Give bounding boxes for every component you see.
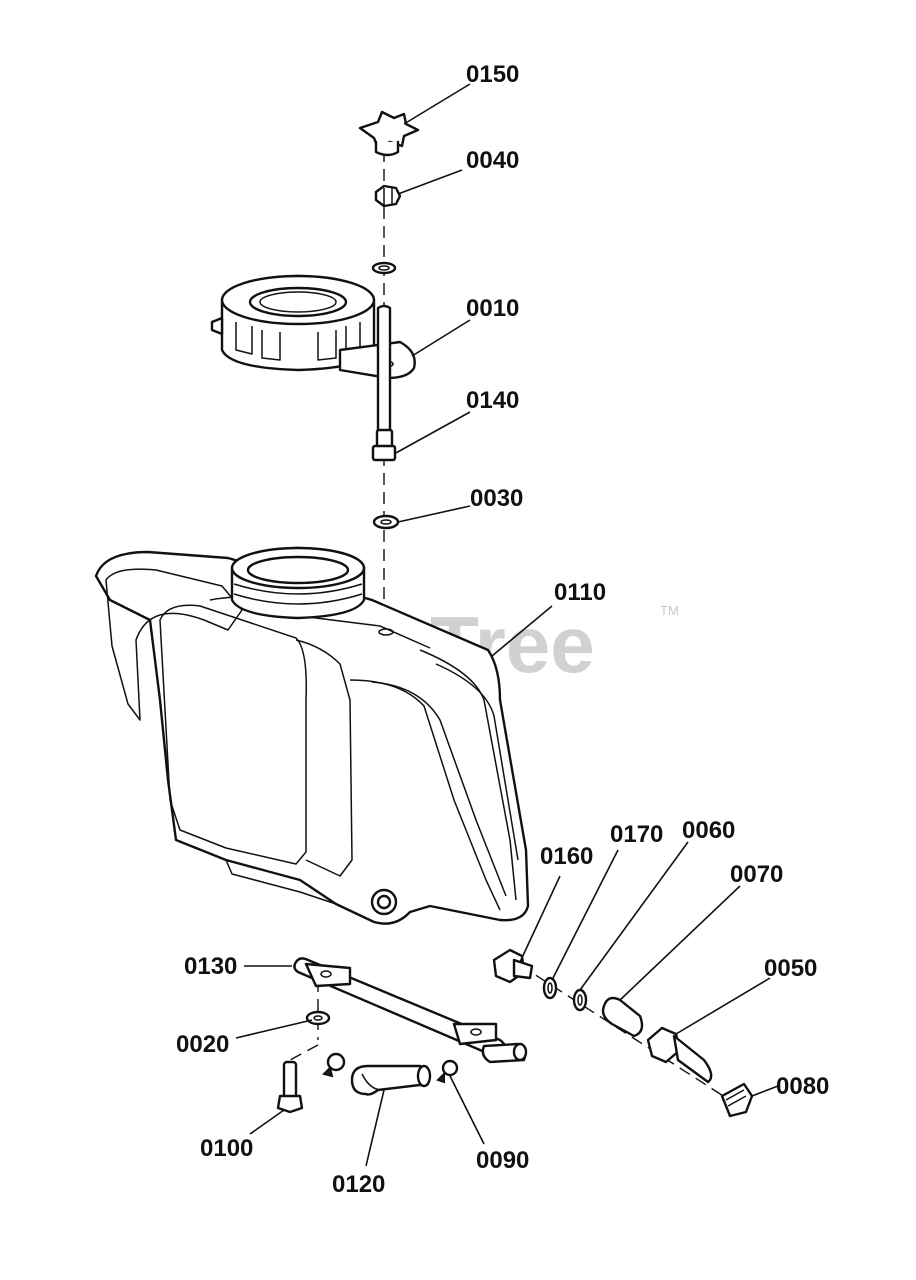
part-0050-nozzle[interactable] xyxy=(646,1026,713,1084)
clamp-small xyxy=(322,1052,346,1078)
part-0170-oring[interactable] xyxy=(542,976,558,1000)
part-0030-washer[interactable] xyxy=(372,514,400,530)
label-0010[interactable]: 0010 xyxy=(466,295,519,322)
label-0030[interactable]: 0030 xyxy=(470,485,523,512)
part-0120-hose[interactable] xyxy=(350,1064,432,1096)
label-0140[interactable]: 0140 xyxy=(466,387,519,414)
label-0050[interactable]: 0050 xyxy=(764,955,817,982)
part-0060-oring[interactable] xyxy=(572,988,588,1012)
part-0150-knob[interactable] xyxy=(358,110,420,157)
part-0110-tank[interactable] xyxy=(94,546,530,925)
label-0170[interactable]: 0170 xyxy=(610,821,663,848)
watermark-trademark: TM xyxy=(660,603,679,618)
part-0010-cap[interactable] xyxy=(210,274,416,380)
label-0090[interactable]: 0090 xyxy=(476,1147,529,1174)
part-0040-nut[interactable] xyxy=(374,184,402,208)
label-0020[interactable]: 0020 xyxy=(176,1031,229,1058)
leader-lines xyxy=(235,83,779,1167)
part-0090-clamp[interactable] xyxy=(436,1059,459,1084)
label-0070[interactable]: 0070 xyxy=(730,861,783,888)
part-labels: 0150 0040 0010 0140 0030 0110 0160 0170 … xyxy=(176,61,829,1198)
part-0160-fitting[interactable] xyxy=(492,948,534,984)
label-0100[interactable]: 0100 xyxy=(200,1135,253,1162)
label-0080[interactable]: 0080 xyxy=(776,1073,829,1100)
label-0150[interactable]: 0150 xyxy=(466,61,519,88)
assembly-axis-bracket xyxy=(289,980,319,1061)
label-0120[interactable]: 0120 xyxy=(332,1171,385,1198)
part-0070-filter[interactable] xyxy=(601,996,644,1038)
part-0140-bolt[interactable] xyxy=(371,304,397,462)
label-0160[interactable]: 0160 xyxy=(540,843,593,870)
label-0040[interactable]: 0040 xyxy=(466,147,519,174)
part-0130-rod[interactable] xyxy=(293,957,528,1064)
washer-upper xyxy=(371,261,397,275)
label-0060[interactable]: 0060 xyxy=(682,817,735,844)
part-0020-washer[interactable] xyxy=(305,1010,331,1026)
label-0110[interactable]: 0110 xyxy=(554,579,606,606)
assembly-axis-fittings xyxy=(519,964,746,1111)
part-0100-bolt[interactable] xyxy=(276,1060,304,1114)
part-0080-screw[interactable] xyxy=(720,1082,754,1118)
label-0130[interactable]: 0130 xyxy=(184,953,237,980)
